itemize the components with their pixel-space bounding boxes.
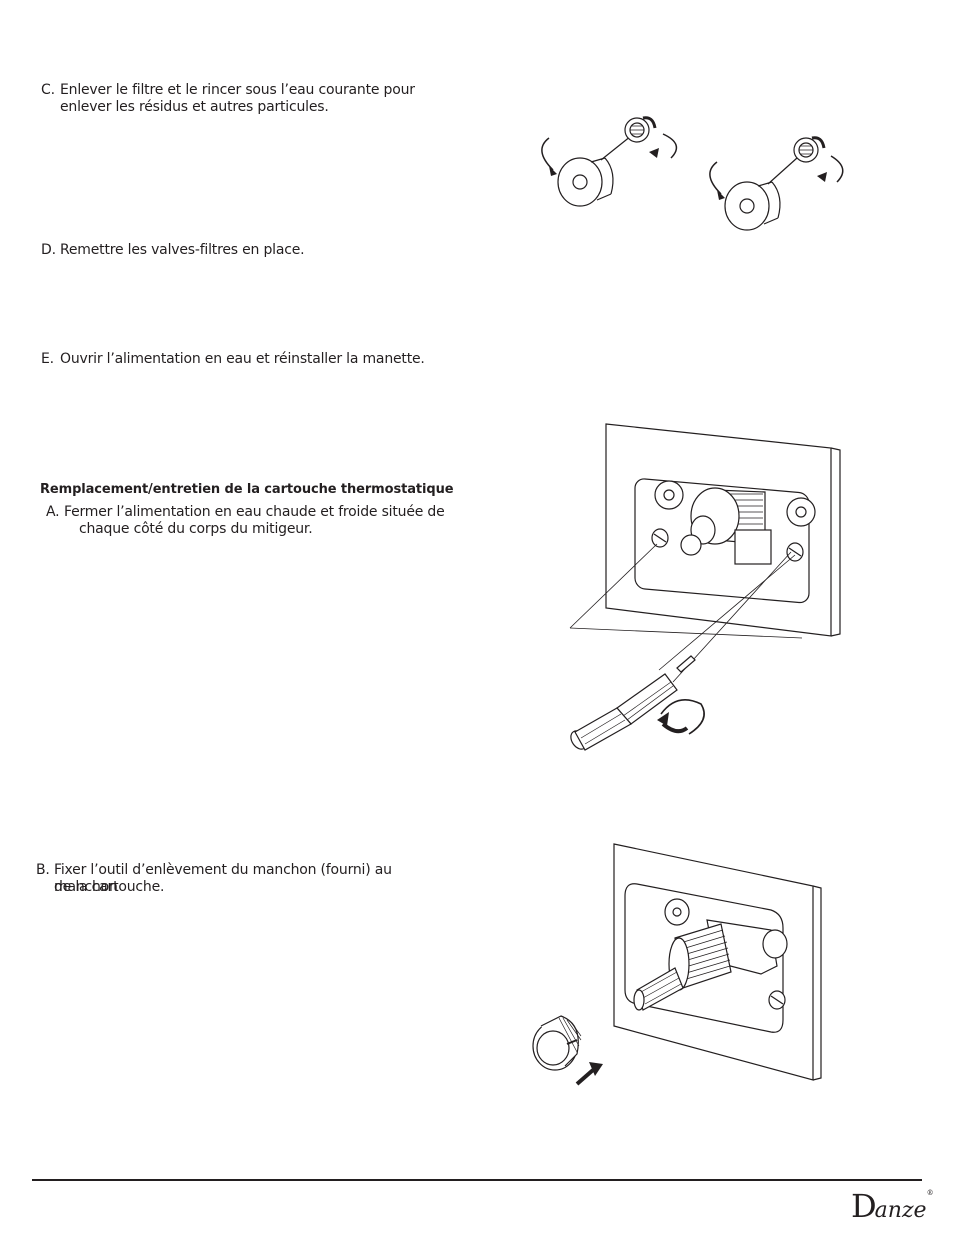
step-text-line1: Ouvrir l’alimentation en eau et réinstal…	[60, 351, 425, 367]
screwdriver-icon	[570, 655, 696, 751]
registered-mark: ®	[926, 1189, 934, 1197]
arrowhead-icon	[717, 190, 725, 200]
arrowhead-icon	[817, 172, 827, 182]
filter-valve-right	[724, 136, 826, 231]
valve-shutoff-illustration	[569, 423, 841, 751]
step-a: A. Fermer l’alimentation en eau chaude e…	[46, 504, 466, 544]
step-letter: A.	[46, 504, 60, 520]
filter-valves-illustration	[541, 116, 844, 231]
footer-divider	[32, 1179, 922, 1181]
valve-body	[633, 898, 788, 1011]
push-arrow-icon	[575, 1062, 603, 1086]
section-title: Remplacement/entretien de la cartouche t…	[40, 482, 454, 497]
arrowhead-icon	[657, 712, 669, 726]
step-text-line1: Fixer l’outil d’enlèvement du manchon (f…	[54, 862, 392, 895]
step-letter: D.	[41, 242, 56, 258]
rotate-arrow-icon	[709, 161, 722, 195]
rotate-arrow-icon	[541, 137, 554, 171]
valve-body	[651, 480, 816, 565]
rotate-arrow-icon	[662, 133, 678, 159]
filter-valve-left	[557, 116, 657, 207]
arrowhead-icon	[649, 148, 659, 158]
wall-opening	[634, 478, 810, 604]
sleeve-removal-tool-icon	[532, 1015, 582, 1071]
step-b: B. Fixer l’outil d’enlèvement du manchon…	[36, 862, 456, 902]
step-text-line1: Remettre les valves-filtres en place.	[60, 242, 305, 258]
wall-opening	[624, 883, 784, 1033]
brand-logo-text: anze	[874, 1198, 927, 1223]
step-text-line2: enlever les résidus et autres particules…	[60, 99, 329, 115]
step-letter: E.	[41, 351, 54, 367]
arrowhead-icon	[549, 166, 557, 176]
step-d: D. Remettre les valves-filtres en place.	[41, 242, 461, 262]
sleeve-tool-illustration	[532, 843, 822, 1086]
step-text-line1: Enlever le filtre et le rincer sous l’ea…	[60, 82, 415, 98]
step-text-line2: chaque côté du corps du mitigeur.	[79, 521, 313, 537]
brand-logo-initial: D	[851, 1187, 877, 1225]
rotate-arrow-icon	[660, 698, 705, 735]
step-c: C. Enlever le filtre et le rincer sous l…	[41, 82, 461, 122]
step-text-line2: de la cartouche.	[54, 879, 165, 895]
rotate-arrow-icon	[830, 155, 844, 183]
step-letter: B.	[36, 862, 50, 878]
step-e: E. Ouvrir l’alimentation en eau et réins…	[41, 351, 461, 371]
brand-logo: Danze®	[851, 1187, 934, 1225]
step-text-line1: Fermer l’alimentation en eau chaude et f…	[64, 504, 445, 520]
step-letter: C.	[41, 82, 55, 98]
